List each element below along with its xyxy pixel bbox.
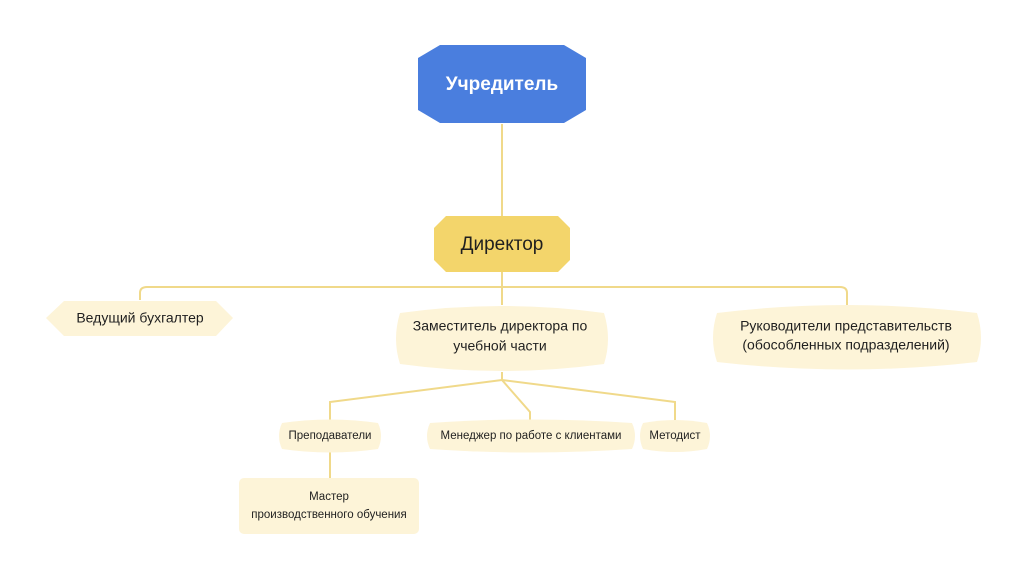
node-teachers[interactable]: Преподаватели (279, 419, 381, 453)
node-director-shape (434, 216, 570, 272)
node-deputy-director[interactable]: Заместитель директора по учебной части (396, 306, 608, 371)
node-training-master-line-2: производственного обучения (251, 509, 406, 521)
edge-level2-bus (139, 286, 848, 307)
node-methodist-label: Методист (649, 430, 701, 442)
node-chief-accountant[interactable]: Ведущий бухгалтер (46, 301, 233, 336)
node-teachers-label: Преподаватели (289, 430, 372, 442)
node-chief-accountant-shape (46, 301, 233, 336)
node-deputy-director-line-2: учебной части (453, 338, 546, 354)
node-methodist-shape (640, 420, 710, 452)
node-branch-heads-shape (713, 305, 981, 370)
node-client-manager-shape (427, 419, 635, 453)
node-client-manager[interactable]: Менеджер по работе с клиентами (427, 419, 635, 453)
node-training-master-line-1: Мастер (309, 491, 349, 503)
node-client-manager-label: Менеджер по работе с клиентами (441, 430, 622, 442)
node-founder-label: Учредитель (446, 74, 558, 95)
node-deputy-director-line-1: Заместитель директора по (413, 318, 588, 334)
node-branch-heads-line-2: (обособленных подразделений) (742, 337, 949, 353)
connectors (139, 124, 848, 478)
edge-deputy-methodist (501, 379, 676, 420)
node-chief-accountant-label: Ведущий бухгалтер (76, 310, 204, 326)
node-founder[interactable]: Учредитель (418, 45, 586, 123)
edge-deputy-manager (501, 379, 531, 420)
node-director[interactable]: Директор (434, 216, 570, 272)
node-methodist[interactable]: Методист (640, 420, 710, 452)
node-training-master-shape (239, 478, 419, 534)
node-branch-heads[interactable]: Руководители представительств (обособлен… (713, 305, 981, 370)
edge-deputy-teachers (329, 379, 503, 420)
node-founder-shape (418, 45, 586, 123)
node-training-master[interactable]: Мастер производственного обучения (239, 478, 419, 534)
node-teachers-shape (279, 419, 381, 453)
node-branch-heads-line-1: Руководители представительств (740, 318, 952, 334)
node-director-label: Директор (461, 234, 544, 255)
node-deputy-director-shape (396, 306, 608, 371)
